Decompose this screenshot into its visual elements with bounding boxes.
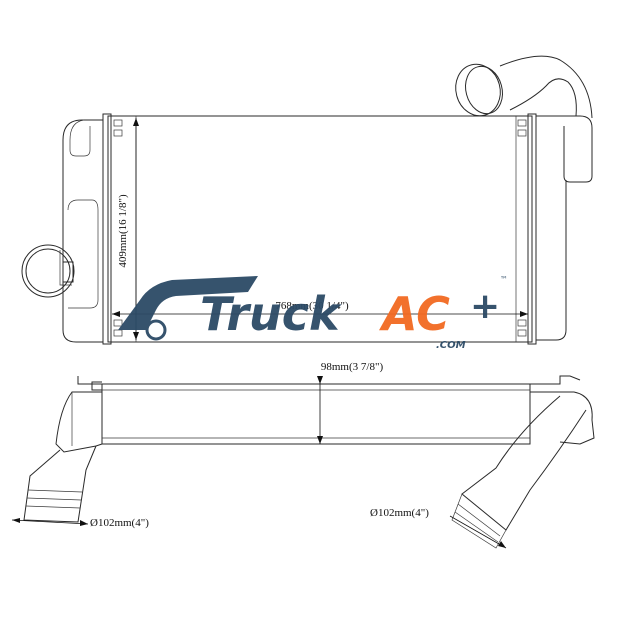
width-label: 768mm(30 1/4") [275, 300, 349, 312]
truck-ac-logo: Truck AC + ™ .COM [118, 275, 508, 351]
logo-domain: .COM [436, 340, 466, 351]
left-side-plate [102, 113, 112, 345]
right-tank [536, 115, 593, 183]
depth-dimension [317, 376, 323, 444]
depth-label: 98mm(3 7/8") [321, 361, 384, 373]
left-inlet-pipe [21, 244, 75, 298]
inlet-label: Ø102mm(4") [90, 517, 149, 529]
left-tank [62, 119, 103, 343]
core-fasteners [113, 119, 527, 337]
side-core [101, 383, 531, 445]
right-outlet-pipe [455, 55, 593, 119]
side-view: Ø102mm(4") Ø102mm(4") 98mm(3 7/8") [11, 361, 595, 549]
logo-tm: ™ [500, 275, 508, 284]
side-left-pipe [11, 376, 103, 526]
logo-word-truck: Truck [200, 287, 342, 341]
core-outline [107, 115, 533, 343]
height-dimension [133, 118, 139, 340]
truck-silhouette-icon [118, 276, 258, 330]
height-label: 409mm(16 1/8") [117, 194, 129, 268]
logo-word-ac: AC [379, 287, 450, 341]
side-right-pipe [449, 375, 595, 549]
width-dimension [112, 311, 528, 317]
logo-plus: + [470, 286, 500, 327]
right-side-plate [527, 113, 537, 345]
front-view: 409mm(16 1/8") 768mm(30 1/4") [21, 55, 593, 345]
outlet-label: Ø102mm(4") [370, 507, 429, 519]
